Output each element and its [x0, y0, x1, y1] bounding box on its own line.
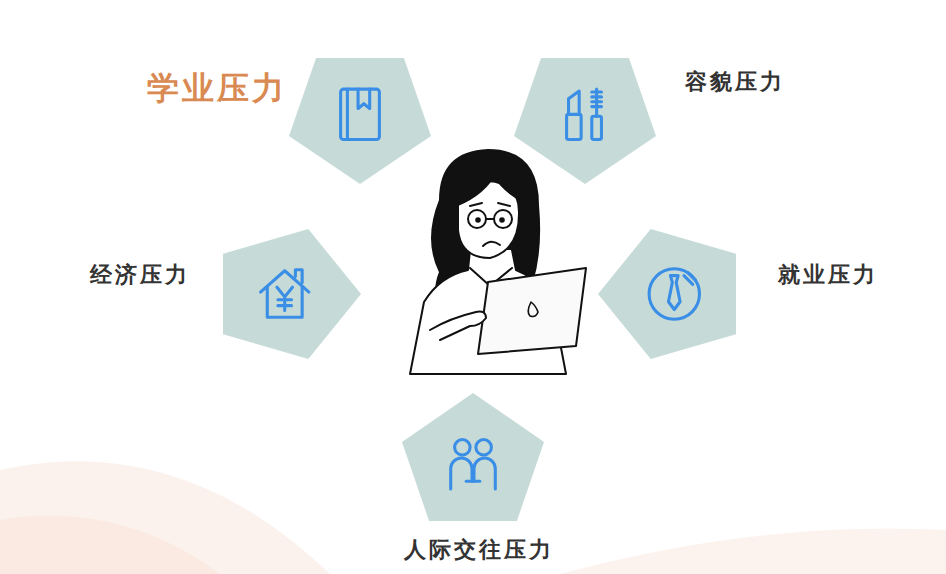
pentagon-shape [401, 392, 545, 522]
pentagon-fill [514, 58, 656, 184]
pressure-pentagon: 学业压力 [288, 57, 432, 185]
pentagon-shape [513, 57, 657, 185]
pressure-icon [341, 89, 380, 139]
pressure-pentagon: 人际交往压力 [401, 392, 545, 522]
pentagon-shape [288, 57, 432, 185]
pressure-label: 经济压力 [90, 262, 190, 288]
pressure-pentagon: 容貌压力 [513, 57, 657, 185]
pentagon-fill [402, 393, 544, 521]
pentagon-fill [598, 229, 736, 359]
pressure-pentagon: 就业压力 [597, 228, 737, 360]
pressure-label: 容貌压力 [685, 69, 785, 95]
pressure-icon [567, 89, 602, 139]
pentagon-shape [222, 228, 362, 360]
pressure-icon [451, 440, 496, 489]
pentagon-shape [597, 228, 737, 360]
pentagon-fill [289, 58, 431, 184]
pressure-icon [260, 270, 308, 317]
pressure-icon [649, 269, 699, 319]
pressure-label: 人际交往压力 [404, 537, 554, 563]
pressure-label: 学业压力 [147, 69, 287, 107]
pressure-label: 就业压力 [778, 262, 878, 288]
pentagon-fill [223, 229, 361, 359]
pressure-pentagon: 经济压力 [222, 228, 362, 360]
